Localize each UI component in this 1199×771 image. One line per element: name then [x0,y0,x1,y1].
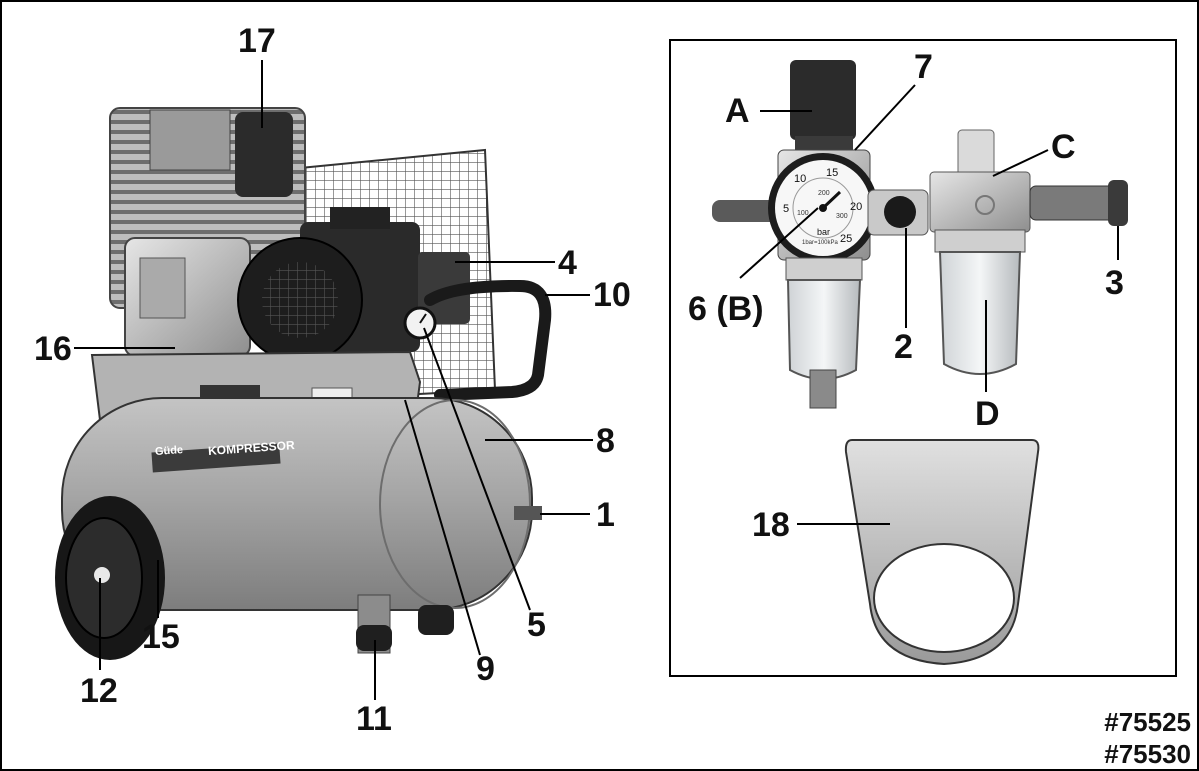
callout-1: 1 [596,496,615,534]
callout-12: 12 [80,672,118,710]
callout-5: 5 [527,606,546,644]
crankcase-cover [139,257,186,319]
mounting-bracket [844,439,1040,666]
callout-18: 18 [752,506,790,544]
gauge-inner-100: 100 [797,210,809,217]
model-number-2: #75530 [1104,739,1191,769]
callout-9: 9 [476,650,495,688]
drain-valve [514,506,542,520]
regulator-knob [790,60,856,140]
callout-A: A [725,92,750,130]
wheel-hub [94,567,110,583]
bowl-collar-left [785,257,863,281]
gauge-tick-25: 25 [840,233,852,245]
callout-3: 3 [1105,264,1124,302]
inlet-nipple [712,200,782,222]
quick-coupler [1029,185,1116,221]
knob-collar [795,136,853,152]
gauge-unit: bar [817,227,830,237]
inset-frame [669,39,1177,677]
brand-plate [151,443,281,473]
callout-16: 16 [34,330,72,368]
center-port [884,196,916,228]
rubber-foot-front [356,625,392,651]
callout-10: 10 [593,276,631,314]
callout-15: 15 [142,618,180,656]
gauge-unit-note: 1bar=100kPa [802,240,839,246]
leader-5 [423,327,531,611]
leader-C [992,149,1049,177]
gauge-pivot [819,204,827,212]
bowl-collar-right [934,229,1026,253]
brand-logo-text: Güde [154,444,184,458]
filter-regulator-unit: 5 10 15 20 25 100 200 300 bar 1bar=100kP… [712,60,1128,409]
callout-2: 2 [894,328,913,366]
gauge-tick-10: 10 [794,173,806,185]
cylinder-head [149,109,231,171]
leader-lines [74,60,1119,700]
filter-bowl-left [786,279,862,380]
gauge-tick-20: 20 [850,201,862,213]
oil-sight-cap [957,129,995,177]
motor-fan-grille [262,262,338,338]
bracket-hole [873,543,1015,653]
callout-7: 7 [914,48,933,86]
callout-17: 17 [238,22,276,60]
callout-6B: 6 (B) [688,290,764,328]
carry-handle [424,279,552,401]
coupler-collar [1108,180,1128,226]
callout-C: C [1051,128,1076,166]
gauge-tick-15: 15 [826,167,838,179]
leader-7 [854,84,916,151]
drain-left [809,369,837,409]
rubber-foot-rear [418,605,454,635]
callout-4: 4 [558,244,577,282]
callout-11: 11 [356,700,392,738]
tank-end-seam [379,399,531,609]
oiler-body [929,171,1031,233]
leader-6B [739,207,819,279]
gauge-inner-200: 200 [818,190,830,197]
leader-9 [404,399,481,656]
callout-8: 8 [596,422,615,460]
callout-D: D [975,395,1000,433]
model-number-1: #75525 [1104,707,1191,737]
air-filter [235,112,293,197]
gauge-inner-scale [792,177,854,239]
compressor [55,107,552,660]
gauge-inner-300: 300 [836,213,848,220]
gauge-tick-5: 5 [783,203,789,215]
oiler-bowl [938,251,1022,375]
motor-terminal-box [330,207,390,229]
